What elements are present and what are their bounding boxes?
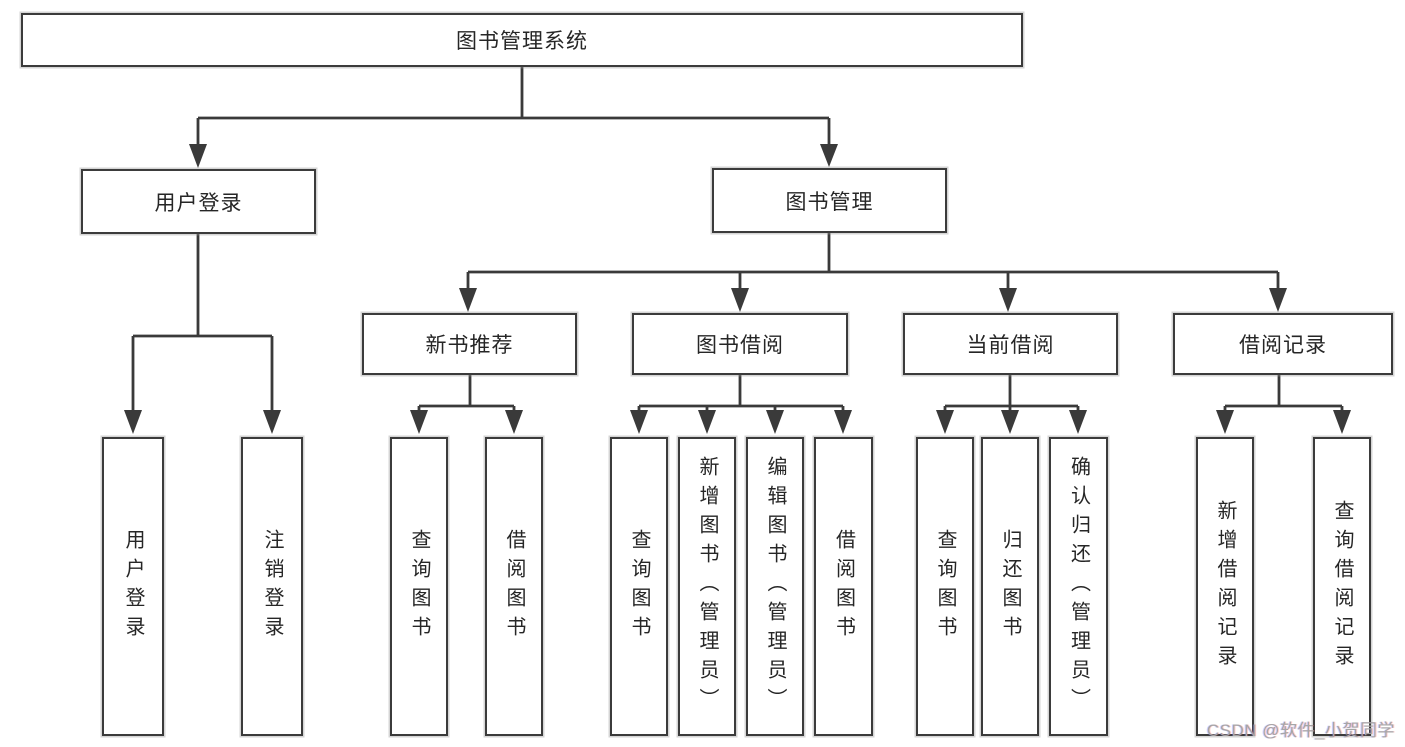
leaf-add-books-admin-label: 新增图书（管理员）: [696, 456, 718, 717]
root-node: 图书管理系统: [21, 13, 1023, 67]
connector-book-borrowing-to-leaves: [630, 375, 852, 434]
node-book-borrowing-label: 图书借阅: [696, 334, 784, 357]
leaf-query-borrow-record-label: 查询借阅记录: [1331, 499, 1353, 674]
node-user-login: 用户登录: [81, 169, 316, 234]
leaf-borrow-books-borrowing: 借阅图书: [814, 437, 873, 736]
node-book-management: 图书管理: [712, 168, 947, 233]
node-current-borrowing-label: 当前借阅: [966, 334, 1055, 357]
node-new-book-recommend-label: 新书推荐: [425, 334, 514, 357]
node-borrowing-records: 借阅记录: [1173, 313, 1393, 375]
node-current-borrowing: 当前借阅: [903, 313, 1118, 375]
leaf-logout-label: 注销登录: [261, 528, 283, 645]
leaf-user-login-label: 用户登录: [122, 528, 144, 645]
connector-root-to-level2: [189, 67, 838, 168]
node-book-borrowing: 图书借阅: [632, 313, 848, 375]
leaf-return-books-label: 归还图书: [999, 528, 1021, 645]
leaf-borrow-books-recommend: 借阅图书: [485, 437, 543, 736]
leaf-edit-books-admin-label: 编辑图书（管理员）: [764, 456, 786, 717]
leaf-query-books-borrowing-label: 查询图书: [628, 528, 650, 645]
leaf-add-books-admin: 新增图书（管理员）: [678, 437, 736, 736]
node-book-management-label: 图书管理: [785, 190, 874, 214]
leaf-return-books: 归还图书: [981, 437, 1039, 736]
leaf-confirm-return-admin: 确认归还（管理员）: [1049, 437, 1108, 736]
connector-book-management-to-level3: [459, 233, 1287, 312]
connector-current-borrowing-to-leaves: [936, 375, 1087, 434]
leaf-edit-books-admin: 编辑图书（管理员）: [746, 437, 804, 736]
leaf-query-borrow-record: 查询借阅记录: [1313, 437, 1371, 736]
leaf-borrow-books-borrowing-label: 借阅图书: [832, 528, 855, 645]
node-new-book-recommend: 新书推荐: [362, 313, 577, 375]
leaf-query-books-borrowing: 查询图书: [610, 437, 668, 736]
leaf-query-books-recommend: 查询图书: [390, 437, 448, 736]
leaf-user-login: 用户登录: [102, 437, 164, 736]
connector-new-book-recommend-to-leaves: [410, 375, 523, 434]
leaf-query-books-current-label: 查询图书: [934, 528, 956, 645]
node-borrowing-records-label: 借阅记录: [1239, 334, 1327, 357]
leaf-query-books-recommend-label: 查询图书: [408, 528, 430, 645]
leaf-add-borrow-record-label: 新增借阅记录: [1214, 499, 1236, 674]
leaf-query-books-current: 查询图书: [916, 437, 974, 736]
watermark: CSDN @软件_小贺同学: [1206, 721, 1395, 740]
node-user-login-label: 用户登录: [154, 191, 243, 215]
leaf-confirm-return-admin-label: 确认归还（管理员）: [1067, 456, 1090, 717]
leaf-logout: 注销登录: [241, 437, 303, 736]
connector-user-login-to-leaves: [124, 234, 281, 434]
connector-borrowing-records-to-leaves: [1216, 375, 1351, 434]
root-node-label: 图书管理系统: [456, 30, 588, 53]
leaf-borrow-books-recommend-label: 借阅图书: [503, 528, 525, 645]
leaf-add-borrow-record: 新增借阅记录: [1196, 437, 1254, 736]
